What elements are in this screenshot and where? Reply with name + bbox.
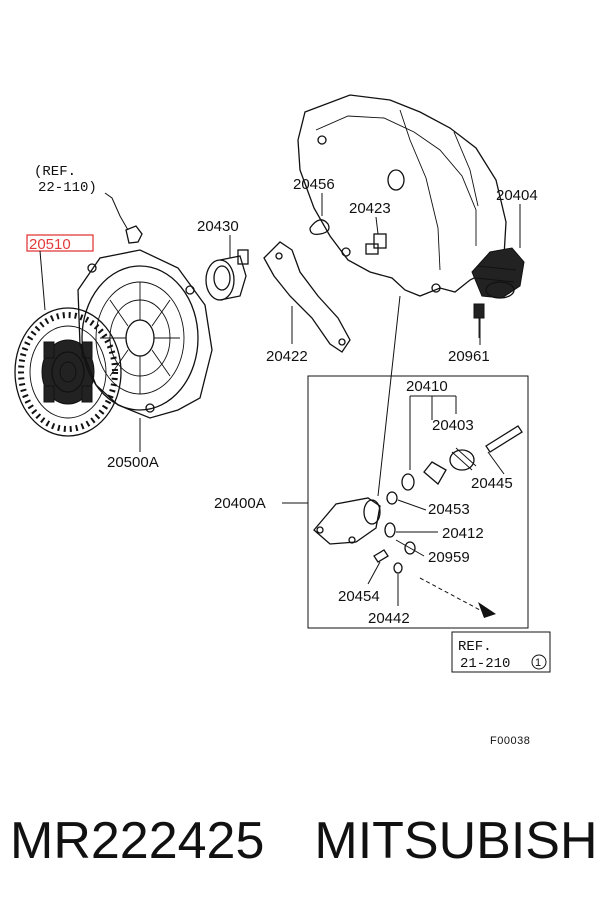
label-20500A: 20500A bbox=[107, 454, 159, 471]
label-20454: 20454 bbox=[338, 588, 380, 605]
figure-code: F00038 bbox=[490, 735, 530, 747]
label-20430: 20430 bbox=[197, 218, 239, 235]
part-20500A-clutch-cover[interactable]: 20500A bbox=[77, 249, 213, 471]
push-rod-shape bbox=[449, 425, 523, 471]
label-20412: 20412 bbox=[442, 525, 484, 542]
part-20510-clutch-disc[interactable]: 20510 bbox=[14, 234, 122, 437]
svg-text:22-110): 22-110) bbox=[38, 180, 97, 196]
label-20959: 20959 bbox=[428, 549, 470, 566]
part-20959-bleeder-cap[interactable]: 20959 bbox=[395, 539, 470, 566]
group-20400A-box bbox=[307, 375, 529, 629]
bolt-shape bbox=[365, 233, 387, 255]
label-20422: 20422 bbox=[266, 348, 308, 365]
part-20454-bleeder-screw[interactable]: 20454 bbox=[338, 549, 389, 605]
part-20404-boot[interactable]: 20404 bbox=[471, 187, 538, 299]
boot-shape bbox=[471, 247, 525, 299]
part-20453-boot[interactable]: 20453 bbox=[386, 491, 470, 518]
clutch-disc-shape bbox=[14, 307, 122, 437]
slave-cylinder-shape bbox=[313, 497, 381, 545]
label-20403: 20403 bbox=[432, 417, 474, 434]
part-20400A-slave-cylinder[interactable]: 20400A bbox=[214, 495, 381, 545]
part-20403-piston[interactable]: 20403 bbox=[401, 417, 474, 491]
svg-text:REF.: REF. bbox=[458, 639, 492, 655]
part-20412-union[interactable]: 20412 bbox=[384, 522, 484, 542]
label-20456: 20456 bbox=[293, 176, 335, 193]
svg-text:21-210: 21-210 bbox=[460, 656, 510, 672]
label-20423: 20423 bbox=[349, 200, 391, 217]
part-20423-bolt[interactable]: 20423 bbox=[349, 200, 391, 255]
svg-text:1: 1 bbox=[535, 657, 542, 669]
clutch-cover-shape bbox=[77, 249, 213, 419]
brand-text: MITSUBISHI bbox=[314, 812, 600, 870]
footer-caption: MR222425 MITSUBISHI bbox=[10, 806, 600, 876]
part-number-text: MR222425 bbox=[10, 812, 265, 870]
clutch-parts-diagram: (REF. 22-110) 20510 bbox=[14, 94, 551, 747]
transmission-housing bbox=[297, 94, 507, 297]
release-fork-shape bbox=[263, 241, 351, 353]
piston-shape bbox=[401, 461, 447, 491]
part-20961-bolt[interactable]: 20961 bbox=[448, 303, 490, 365]
clip-shape bbox=[309, 219, 330, 236]
part-20422-release-fork[interactable]: 20422 bbox=[263, 241, 351, 365]
ref-arrow bbox=[419, 577, 496, 618]
bolt-20961-shape bbox=[473, 303, 485, 338]
ref-21-210-box[interactable]: REF. 21-210 1 bbox=[451, 631, 551, 673]
label-20442: 20442 bbox=[368, 610, 410, 627]
label-20410: 20410 bbox=[406, 378, 448, 395]
label-20510: 20510 bbox=[29, 236, 71, 253]
part-20430-release-bearing[interactable]: 20430 bbox=[197, 218, 249, 301]
ref-22-110-label: (REF. 22-110) bbox=[34, 164, 143, 244]
release-bearing-shape bbox=[205, 249, 249, 301]
highlight-box bbox=[26, 234, 94, 252]
label-20404: 20404 bbox=[496, 187, 538, 204]
part-20445-push-rod[interactable]: 20445 bbox=[449, 425, 523, 492]
part-20442-pipe-fitting[interactable]: 20442 bbox=[368, 562, 410, 627]
label-20400A: 20400A bbox=[214, 495, 266, 512]
svg-text:(REF.: (REF. bbox=[34, 164, 76, 180]
label-20453: 20453 bbox=[428, 501, 470, 518]
bleeder-screw-shape bbox=[373, 549, 389, 563]
label-20445: 20445 bbox=[471, 475, 513, 492]
part-20410-cup-kit[interactable]: 20410 bbox=[406, 378, 457, 470]
label-20961: 20961 bbox=[448, 348, 490, 365]
part-20456-clip[interactable]: 20456 bbox=[293, 176, 335, 236]
